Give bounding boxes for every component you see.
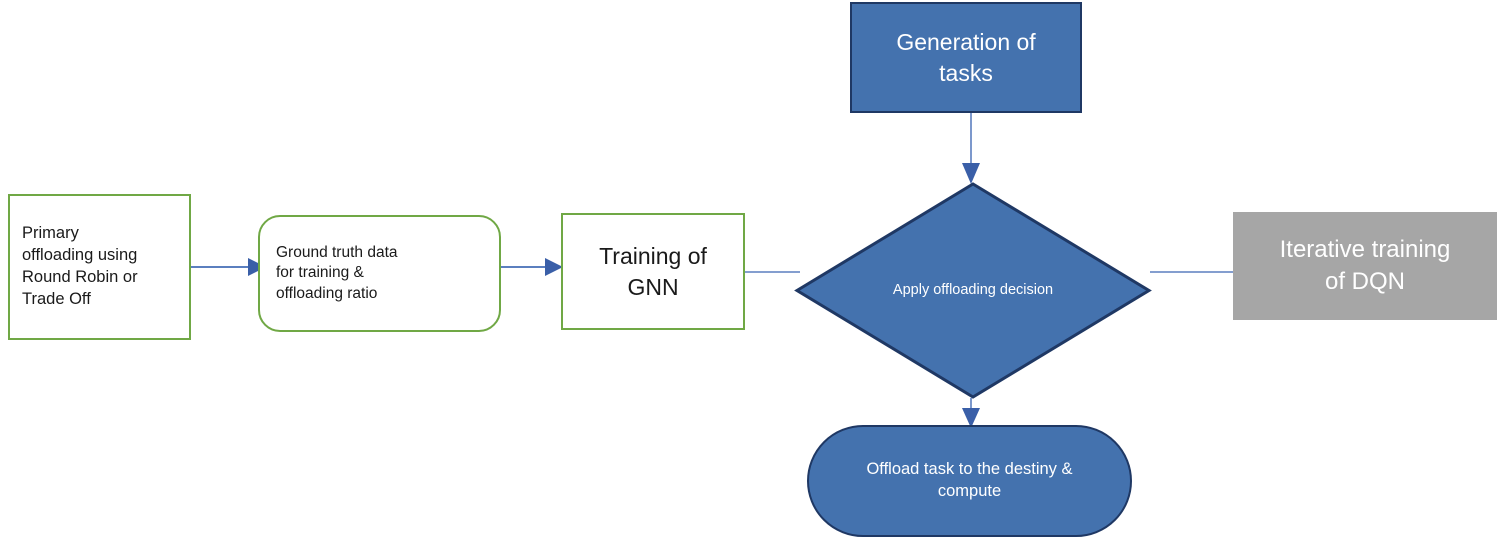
edge-decision-to-offload (962, 398, 980, 428)
node-iterative-training-dqn-label: Iterative training of DQN (1279, 236, 1451, 295)
node-generation-of-tasks-label: Generation of tasks (896, 29, 1036, 86)
edge-generation-to-decision (962, 113, 980, 184)
edge-primary-to-ground-truth (191, 258, 266, 276)
node-apply-offloading-decision[interactable]: Apply offloading decision (794, 182, 1152, 399)
diamond-shape (794, 182, 1152, 399)
node-ground-truth-data-label: Ground truth data for training & offload… (276, 243, 398, 302)
node-primary-offloading[interactable]: Primary offloading using Round Robin or … (8, 194, 191, 340)
node-offload-task-compute[interactable]: Offload task to the destiny & compute (807, 425, 1132, 537)
node-iterative-training-dqn[interactable]: Iterative training of DQN (1233, 212, 1497, 320)
node-generation-of-tasks[interactable]: Generation of tasks (850, 2, 1082, 113)
node-offload-task-compute-label: Offload task to the destiny & compute (866, 460, 1073, 500)
node-training-gnn-label: Training of GNN (599, 243, 707, 300)
edge-ground-truth-to-training-gnn (501, 258, 563, 276)
node-ground-truth-data[interactable]: Ground truth data for training & offload… (258, 215, 501, 332)
node-training-gnn[interactable]: Training of GNN (561, 213, 745, 330)
node-primary-offloading-label: Primary offloading using Round Robin or … (22, 224, 138, 308)
